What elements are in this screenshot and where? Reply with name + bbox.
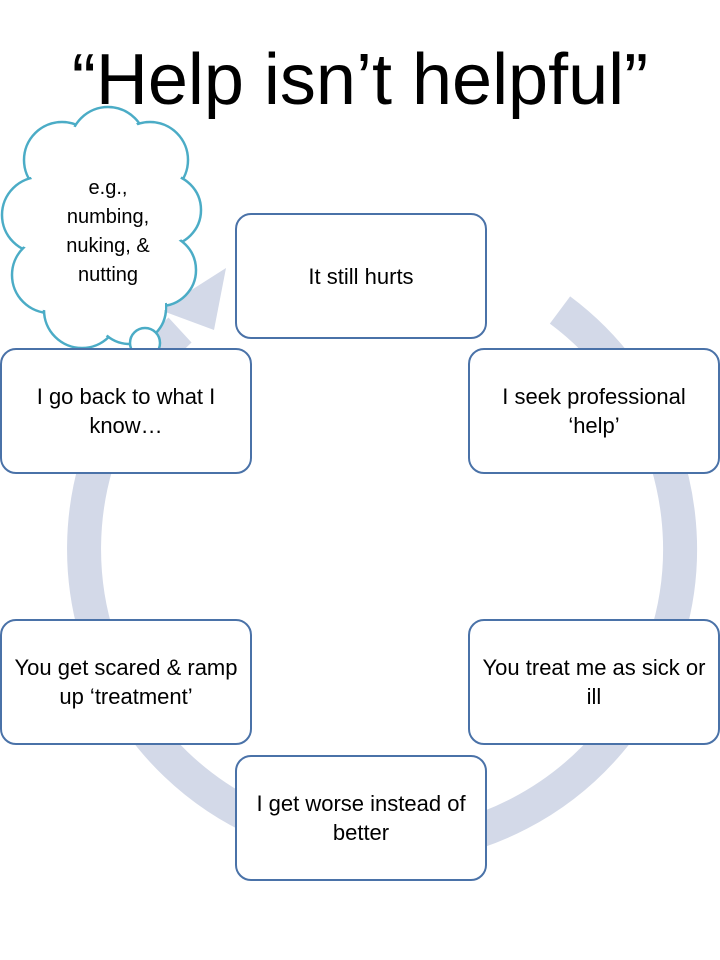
step-it-still-hurts: It still hurts xyxy=(235,213,487,339)
step-seek-professional-help: I seek professional ‘help’ xyxy=(468,348,720,474)
step-go-back: I go back to what I know… xyxy=(0,348,252,474)
step-label: You treat me as sick or ill xyxy=(482,655,706,709)
thought-line: nutting xyxy=(77,264,139,286)
step-label: I get worse instead of better xyxy=(256,791,466,845)
step-label: I go back to what I know… xyxy=(36,384,216,438)
thought-line: numbing, xyxy=(66,206,150,228)
thought-line: e.g., xyxy=(88,177,128,199)
thought-line: nuking, & xyxy=(66,235,150,257)
step-treated-as-sick: You treat me as sick or ill xyxy=(468,619,720,745)
step-label: I seek professional ‘help’ xyxy=(502,384,686,438)
thought-cloud-fill xyxy=(4,109,199,346)
step-label: You get scared & ramp up ‘treatment’ xyxy=(14,655,238,709)
step-get-worse: I get worse instead of better xyxy=(235,755,487,881)
cycle-arrowhead xyxy=(160,268,226,330)
step-ramp-up-treatment: You get scared & ramp up ‘treatment’ xyxy=(0,619,252,745)
thought-bubble-text: e.g., numbing, nuking, & nutting xyxy=(28,174,188,290)
slide-title: “Help isn’t helpful” xyxy=(71,40,649,120)
step-label: It still hurts xyxy=(308,263,414,289)
